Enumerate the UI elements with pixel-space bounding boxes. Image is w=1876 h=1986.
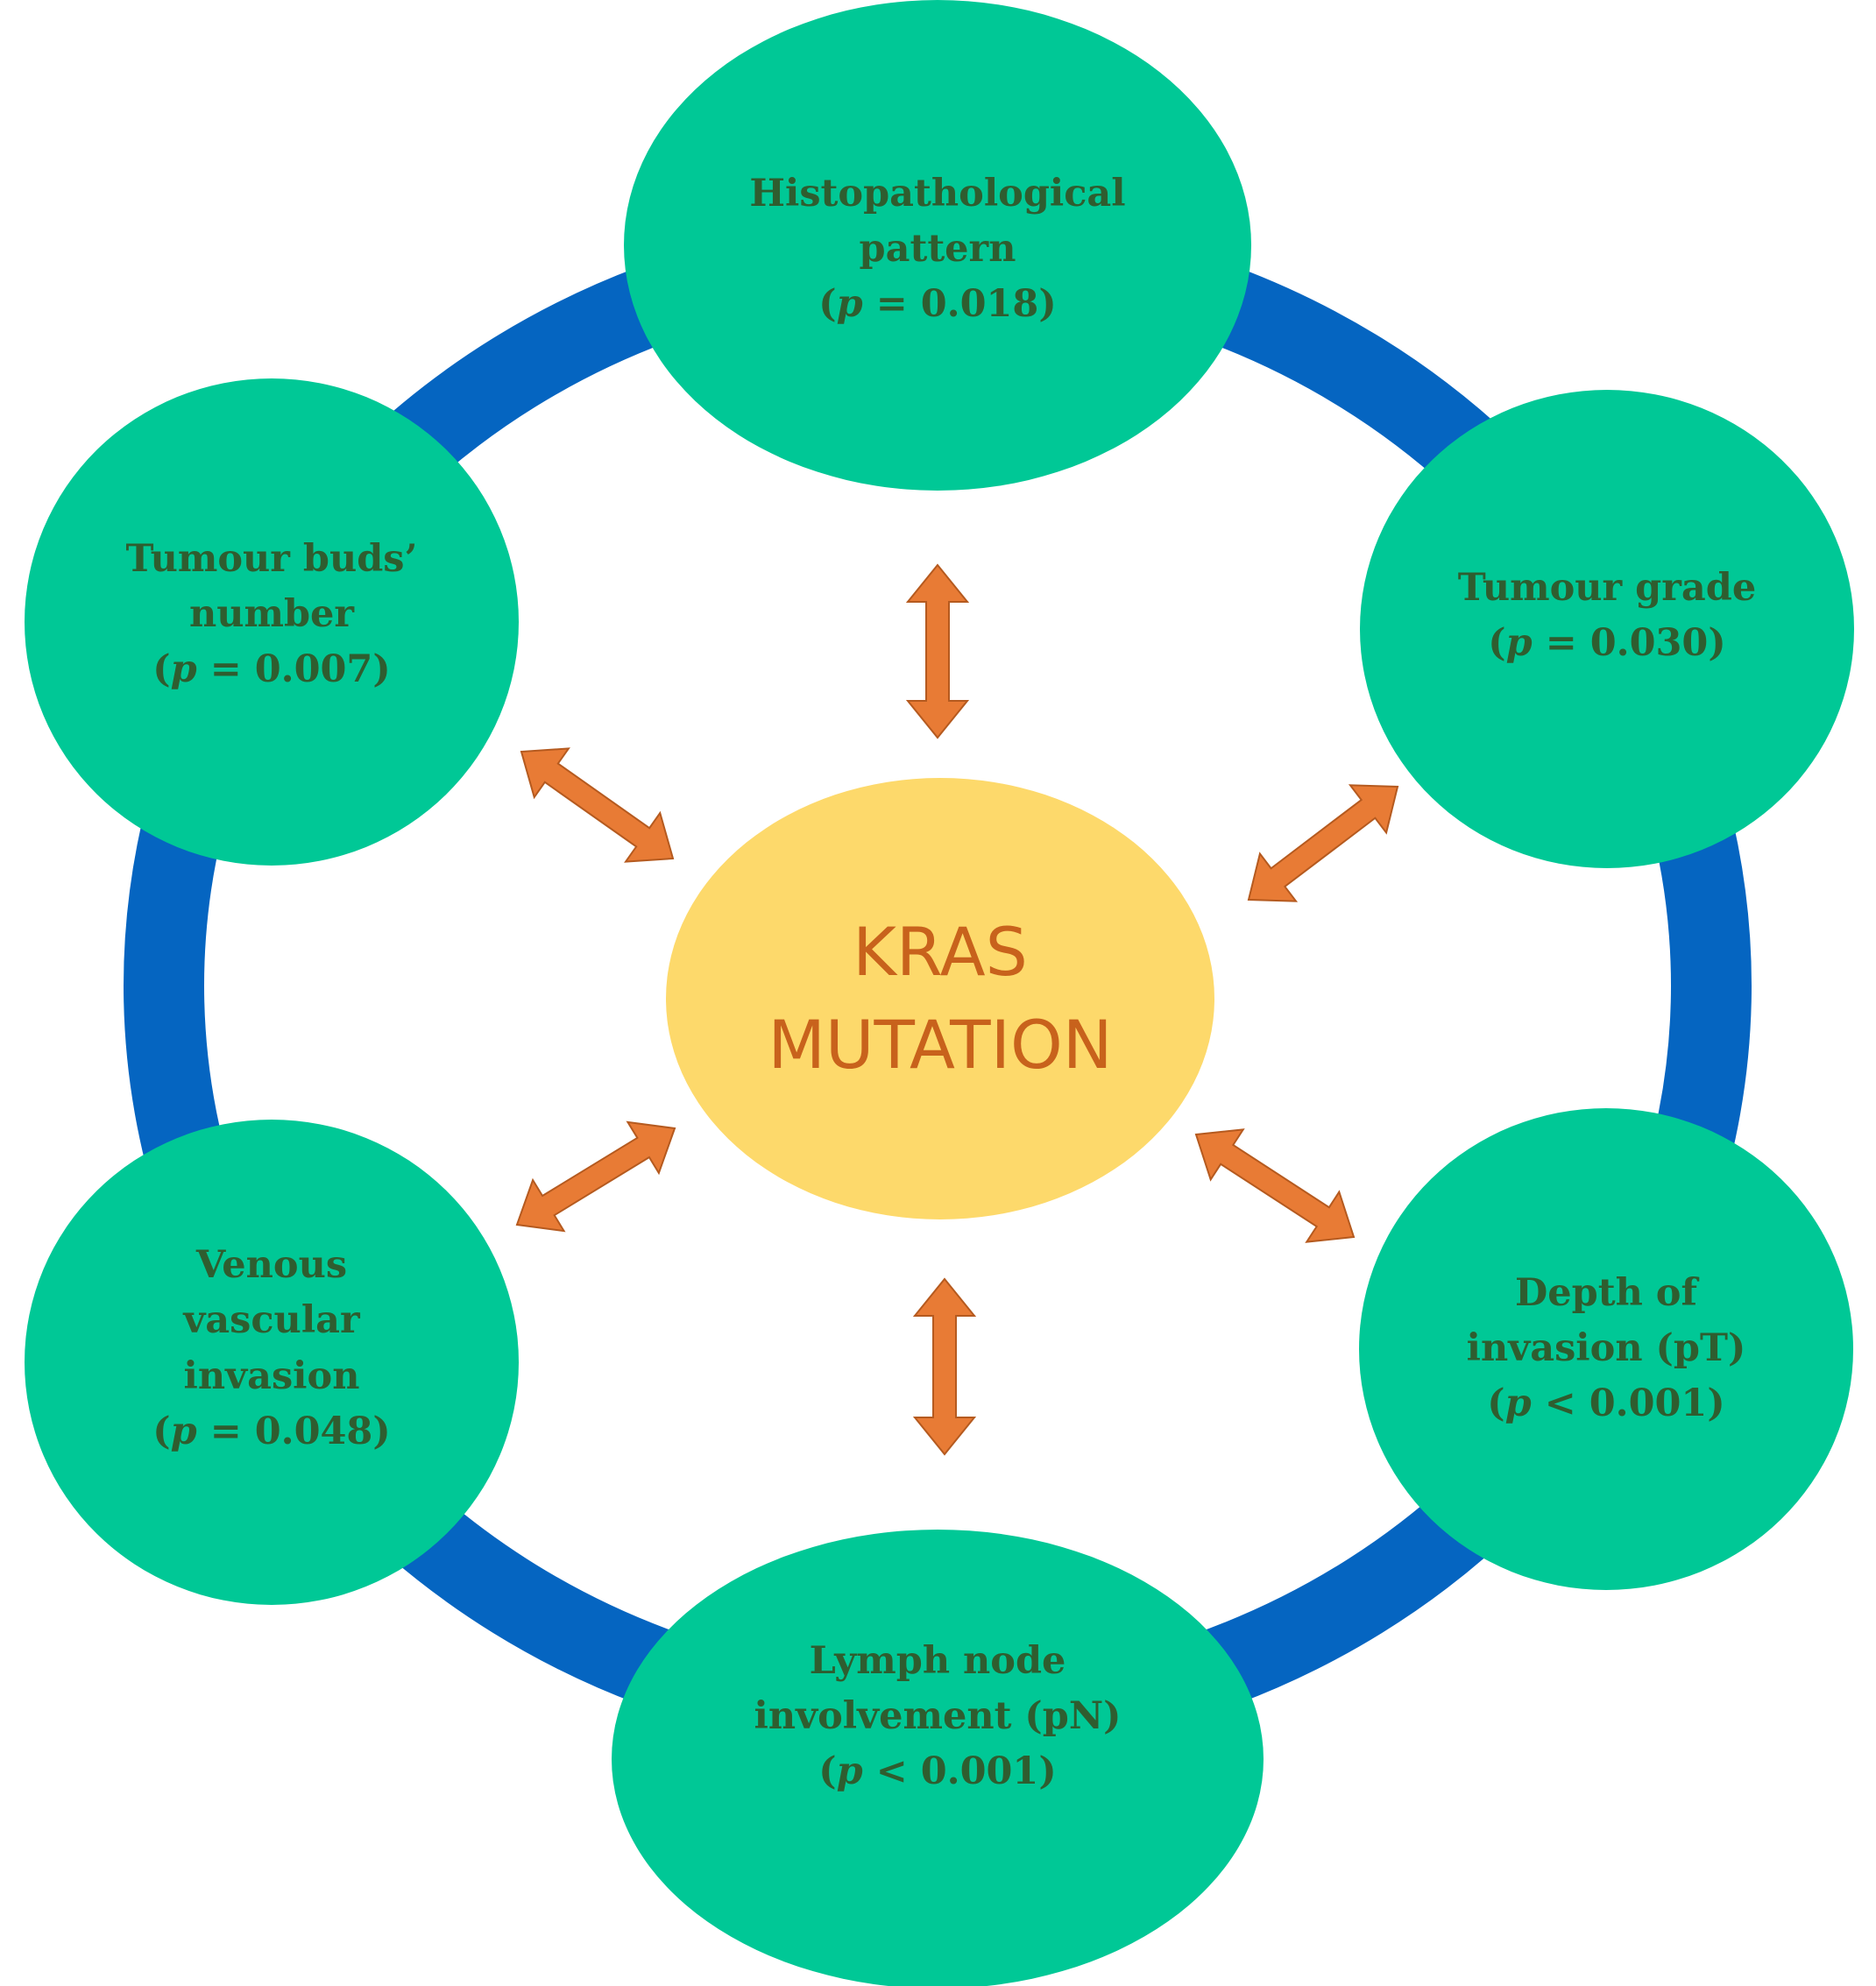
node-p-value: (p = 0.007) (152, 647, 390, 691)
center-label-line1: KRAS (853, 913, 1028, 991)
arrow-lower-right (1194, 1128, 1356, 1243)
outer-node-group: Histopathological pattern (p = 0.018) Tumou… (25, 0, 1854, 1986)
node-label-line: pattern (860, 227, 1016, 271)
node-ellipse (612, 1530, 1264, 1986)
arrow-upper-right (1247, 784, 1399, 902)
node-ellipse (624, 0, 1251, 491)
node-label-line: number (189, 592, 355, 636)
node-histopathological-pattern: Histopathological pattern (p = 0.018) (624, 0, 1251, 491)
center-ellipse (666, 778, 1214, 1219)
node-label-line: invasion (184, 1354, 360, 1398)
node-label-line: invasion (pT) (1467, 1326, 1746, 1370)
node-lymph-node-involvement: Lymph node involvement (pN) (p < 0.001) (612, 1530, 1264, 1986)
node-venous-vascular-invasion: Venous vascular invasion (p = 0.048) (25, 1120, 519, 1605)
arrow-bottom (912, 1277, 977, 1456)
node-p-value: (p = 0.048) (152, 1410, 390, 1453)
arrow-group (515, 563, 1399, 1456)
node-p-value: (p < 0.001) (1487, 1382, 1724, 1425)
node-label-line: vascular (182, 1298, 361, 1342)
node-label-line: Tumour grade (1458, 566, 1756, 610)
node-ellipse (25, 1120, 519, 1605)
node-label-line: involvement (pN) (754, 1694, 1122, 1738)
center-label-line2: MUTATION (768, 1006, 1112, 1084)
node-ellipse (1360, 390, 1854, 868)
node-label-line: Depth of (1515, 1271, 1699, 1315)
node-depth-of-invasion: Depth of invasion (pT) (p < 0.001) (1359, 1108, 1853, 1590)
node-p-value: (p = 0.030) (1488, 621, 1725, 665)
node-tumour-buds-number: Tumour buds’ number (p = 0.007) (25, 378, 519, 866)
node-p-value: (p = 0.018) (818, 282, 1056, 326)
node-p-value: (p < 0.001) (818, 1749, 1056, 1793)
node-ellipse (1359, 1108, 1853, 1590)
node-label-line: Venous (195, 1243, 347, 1287)
node-label-line: Lymph node (810, 1639, 1066, 1683)
node-tumour-grade: Tumour grade (p = 0.030) (1360, 390, 1854, 868)
arrow-top (905, 563, 970, 739)
node-label-line: Histopathological (749, 172, 1125, 216)
node-label-line: Tumour buds’ (126, 537, 418, 581)
center-node: KRAS MUTATION (666, 778, 1214, 1219)
arrow-lower-left (515, 1120, 676, 1233)
node-ellipse (25, 378, 519, 866)
arrow-upper-left (520, 747, 675, 863)
